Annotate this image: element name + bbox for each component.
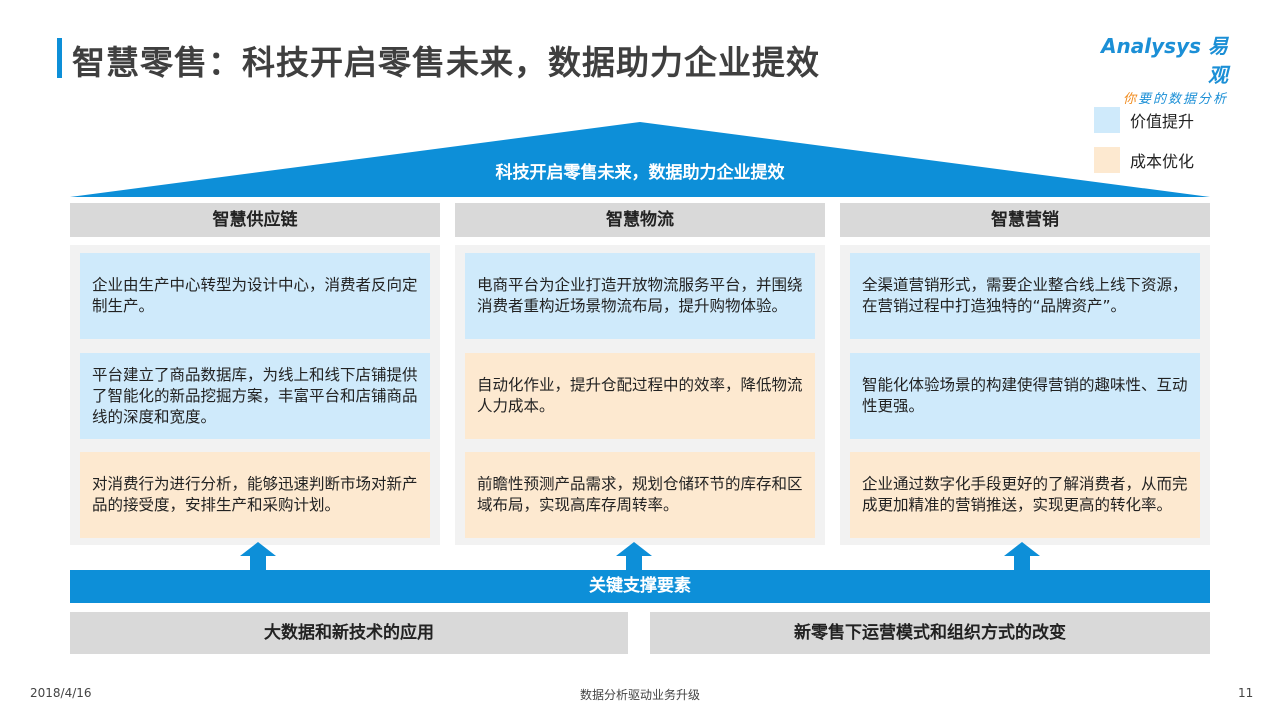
footer-title: 数据分析驱动业务升级 [579, 688, 700, 702]
card-value: 企业由生产中心转型为设计中心，消费者反向定制生产。 [80, 253, 430, 339]
column-header-supply-chain: 智慧供应链 [70, 203, 440, 237]
logo: Analysys 易观 你要的数据分析 [1088, 30, 1228, 107]
legend-swatch-blue [1094, 107, 1120, 133]
page-title: 智慧零售：科技开启零售未来，数据助力企业提效 [72, 43, 820, 82]
legend-item-value: 价值提升 [1094, 107, 1194, 133]
card-text: 智能化体验场景的构建使得营销的趣味性、互动性更强。 [862, 376, 1188, 415]
title-accent-bar [57, 38, 62, 78]
logo-slogan-first: 你 [1122, 92, 1138, 107]
legend-item-cost: 成本优化 [1094, 147, 1194, 173]
legend-label: 成本优化 [1130, 152, 1195, 171]
card-value: 平台建立了商品数据库，为线上和线下店铺提供了智能化的新品挖掘方案，丰富平台和店铺… [80, 353, 430, 439]
roof-triangle [70, 122, 1210, 197]
card-value: 智能化体验场景的构建使得营销的趣味性、互动性更强。 [850, 353, 1200, 439]
column-supply-chain: 企业由生产中心转型为设计中心，消费者反向定制生产。平台建立了商品数据库，为线上和… [70, 245, 440, 545]
card-text: 全渠道营销形式，需要企业整合线上线下资源，在营销过程中打造独特的“品牌资产”。 [862, 276, 1188, 315]
support-item-operations: 新零售下运营模式和组织方式的改变 [650, 612, 1210, 654]
logo-slogan: 要的数据分析 [1137, 92, 1228, 107]
card-text: 企业通过数字化手段更好的了解消费者，从而完成更加精准的营销推送，实现更高的转化率… [862, 475, 1188, 514]
column-header-logistics: 智慧物流 [455, 203, 825, 237]
card-text: 电商平台为企业打造开放物流服务平台，并围绕消费者重构近场景物流布局，提升购物体验… [477, 276, 803, 315]
page-number: 11 [1238, 686, 1254, 700]
column-marketing: 全渠道营销形式，需要企业整合线上线下资源，在营销过程中打造独特的“品牌资产”。智… [840, 245, 1210, 545]
card-text: 自动化作业，提升仓配过程中的效率，降低物流人力成本。 [477, 376, 803, 415]
logo-brand: Analysys 易观 [1101, 34, 1228, 87]
card-text: 平台建立了商品数据库，为线上和线下店铺提供了智能化的新品挖掘方案，丰富平台和店铺… [92, 365, 418, 426]
support-item-bigdata: 大数据和新技术的应用 [70, 612, 628, 654]
card-cost: 对消费行为进行分析，能够迅速判断市场对新产品的接受度，安排生产和采购计划。 [80, 452, 430, 538]
card-cost: 前瞻性预测产品需求，规划仓储环节的库存和区域布局，实现高库存周转率。 [465, 452, 815, 538]
roof-label: 科技开启零售未来，数据助力企业提效 [495, 163, 785, 183]
column-header-marketing: 智慧营销 [840, 203, 1210, 237]
card-text: 对消费行为进行分析，能够迅速判断市场对新产品的接受度，安排生产和采购计划。 [92, 475, 418, 514]
card-cost: 自动化作业，提升仓配过程中的效率，降低物流人力成本。 [465, 353, 815, 439]
card-text: 企业由生产中心转型为设计中心，消费者反向定制生产。 [92, 276, 418, 315]
footer-date: 2018/4/16 [30, 686, 92, 700]
legend-swatch-orange [1094, 147, 1120, 173]
card-value: 电商平台为企业打造开放物流服务平台，并围绕消费者重构近场景物流布局，提升购物体验… [465, 253, 815, 339]
card-cost: 企业通过数字化手段更好的了解消费者，从而完成更加精准的营销推送，实现更高的转化率… [850, 452, 1200, 538]
card-value: 全渠道营销形式，需要企业整合线上线下资源，在营销过程中打造独特的“品牌资产”。 [850, 253, 1200, 339]
legend-label: 价值提升 [1130, 112, 1195, 131]
support-bar: 关键支撑要素 [70, 570, 1210, 603]
column-logistics: 电商平台为企业打造开放物流服务平台，并围绕消费者重构近场景物流布局，提升购物体验… [455, 245, 825, 545]
card-text: 前瞻性预测产品需求，规划仓储环节的库存和区域布局，实现高库存周转率。 [477, 475, 803, 514]
